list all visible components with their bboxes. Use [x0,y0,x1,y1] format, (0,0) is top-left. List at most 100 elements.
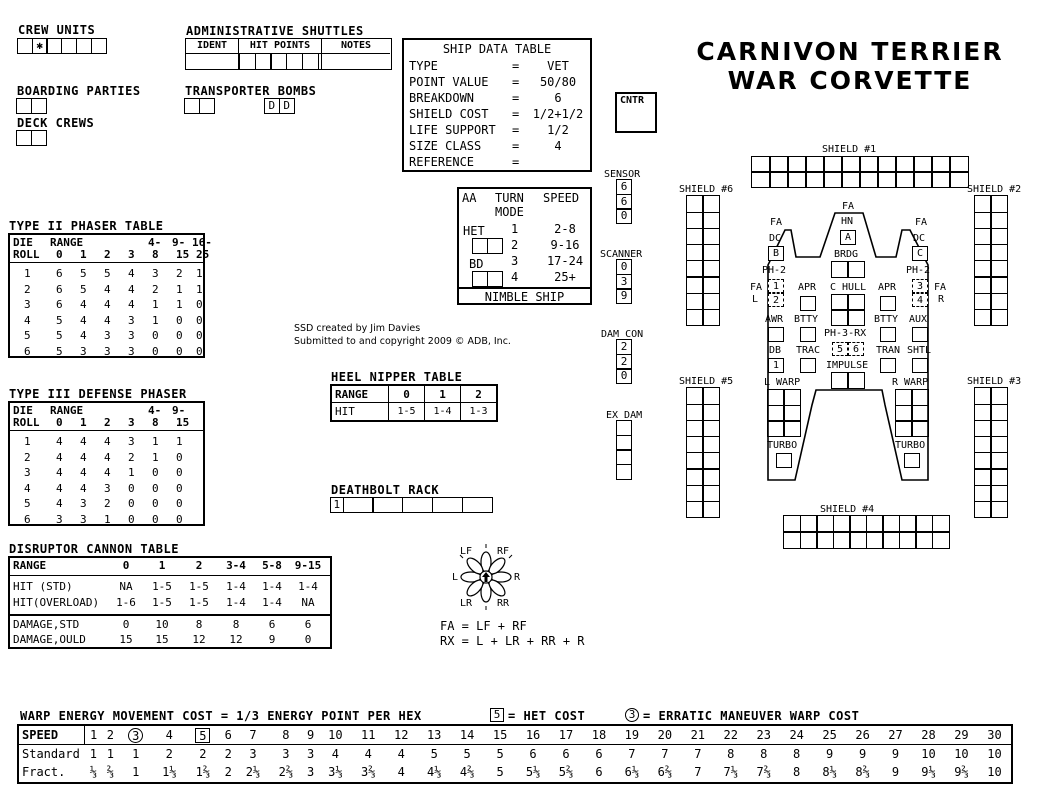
shield-box[interactable] [877,156,897,173]
shield-box[interactable] [915,531,934,549]
impulse-boxes[interactable] [831,372,865,389]
shield-box[interactable] [702,419,720,438]
shield-box[interactable] [686,387,704,405]
shield-box[interactable] [823,171,843,188]
shield-box[interactable] [865,515,884,533]
shield-box[interactable] [974,419,992,438]
shield-box[interactable] [990,211,1008,229]
shield-box[interactable] [915,515,934,533]
shield-box[interactable] [832,515,851,533]
shield-box[interactable] [974,468,992,486]
crew-box[interactable] [61,38,78,54]
shield-box[interactable] [974,211,992,229]
shield-box[interactable] [686,260,704,278]
shield-box[interactable] [990,227,1008,246]
track-box[interactable]: 3 [616,273,632,290]
shield1-boxes[interactable] [751,156,969,188]
shield-box[interactable] [990,292,1008,310]
shield-box[interactable] [898,531,917,549]
shield-box[interactable] [832,531,851,549]
hp-box[interactable] [254,53,272,69]
shield-box[interactable] [974,195,992,213]
het-box[interactable] [486,238,503,254]
shield-box[interactable] [974,260,992,278]
center-box[interactable]: CNTR [615,92,657,133]
shield-box[interactable] [849,515,868,533]
shield-box[interactable] [702,292,720,310]
hn-a-box[interactable]: A [840,230,856,245]
turbo-right-box[interactable] [904,453,920,468]
boarding-parties-boxes[interactable] [15,98,47,114]
shield6-boxes[interactable] [686,195,720,327]
shield-box[interactable] [686,292,704,310]
shield-box[interactable] [841,171,861,188]
shield-box[interactable] [859,171,879,188]
shield-box[interactable] [751,171,771,188]
shield-box[interactable] [686,484,704,502]
shield-box[interactable] [787,171,807,188]
shield-box[interactable] [990,500,1008,519]
shield-box[interactable] [949,156,969,173]
awr-box[interactable] [768,327,784,342]
track-box[interactable]: 0 [616,368,632,385]
shield-box[interactable] [913,156,933,173]
dc-c-box[interactable]: C [912,246,928,261]
tbomb-box-d[interactable]: D [278,98,295,114]
shield-box[interactable] [686,243,704,262]
dc-b-box[interactable]: B [768,246,784,261]
track-box[interactable]: 9 [616,288,632,305]
shield-box[interactable] [787,156,807,173]
btty-left-box[interactable] [800,327,816,342]
shield-box[interactable] [990,403,1008,421]
brdg-boxes[interactable] [831,261,865,278]
shield-box[interactable] [769,171,789,188]
shuttle-hp-boxes[interactable] [238,53,320,69]
shield-box[interactable] [974,484,992,502]
shield-box[interactable] [686,468,704,486]
shield-box[interactable] [974,276,992,294]
shield-box[interactable] [859,156,879,173]
btty-right-box[interactable] [880,327,896,342]
het-boxes[interactable] [471,238,503,254]
shield-box[interactable] [702,452,720,470]
hp-box[interactable] [286,53,304,69]
shield-box[interactable] [990,419,1008,438]
deathbolt-box[interactable] [372,497,404,513]
track-box[interactable] [616,449,632,466]
shield-box[interactable] [702,260,720,278]
db-box-1[interactable]: 1 [768,358,784,373]
hp-box[interactable] [238,53,256,69]
shtl-box[interactable] [912,358,928,373]
hp-box[interactable] [302,53,320,69]
crew-box-marked[interactable]: ✱ [31,38,48,54]
bd-box[interactable] [486,271,503,287]
ph2-weapon-4[interactable]: 4 [912,293,928,307]
shield-box[interactable] [769,156,789,173]
ph3-weapon-6[interactable]: 6 [848,342,864,356]
exdam-track[interactable] [616,419,632,481]
shield-box[interactable] [805,156,825,173]
shield-box[interactable] [686,500,704,519]
shield-box[interactable] [686,276,704,294]
ph2-weapon-1[interactable]: 1 [768,279,784,293]
bd-boxes[interactable] [471,271,503,287]
shield2-boxes[interactable] [974,195,1008,327]
shield-box[interactable] [702,500,720,519]
shield-box[interactable] [949,171,969,188]
crew-box[interactable] [46,38,63,54]
rwarp-boxes[interactable] [895,389,929,438]
shield-box[interactable] [816,515,835,533]
deathbolt-box[interactable] [342,497,374,513]
apr-right-box[interactable] [880,296,896,311]
lwarp-boxes[interactable] [767,389,801,438]
track-box[interactable]: 0 [616,258,632,275]
shield4-boxes[interactable] [783,515,950,549]
shield-box[interactable] [799,531,818,549]
shield-box[interactable] [990,435,1008,454]
chull-boxes[interactable] [831,294,865,326]
shield-box[interactable] [877,171,897,188]
shield-box[interactable] [702,403,720,421]
